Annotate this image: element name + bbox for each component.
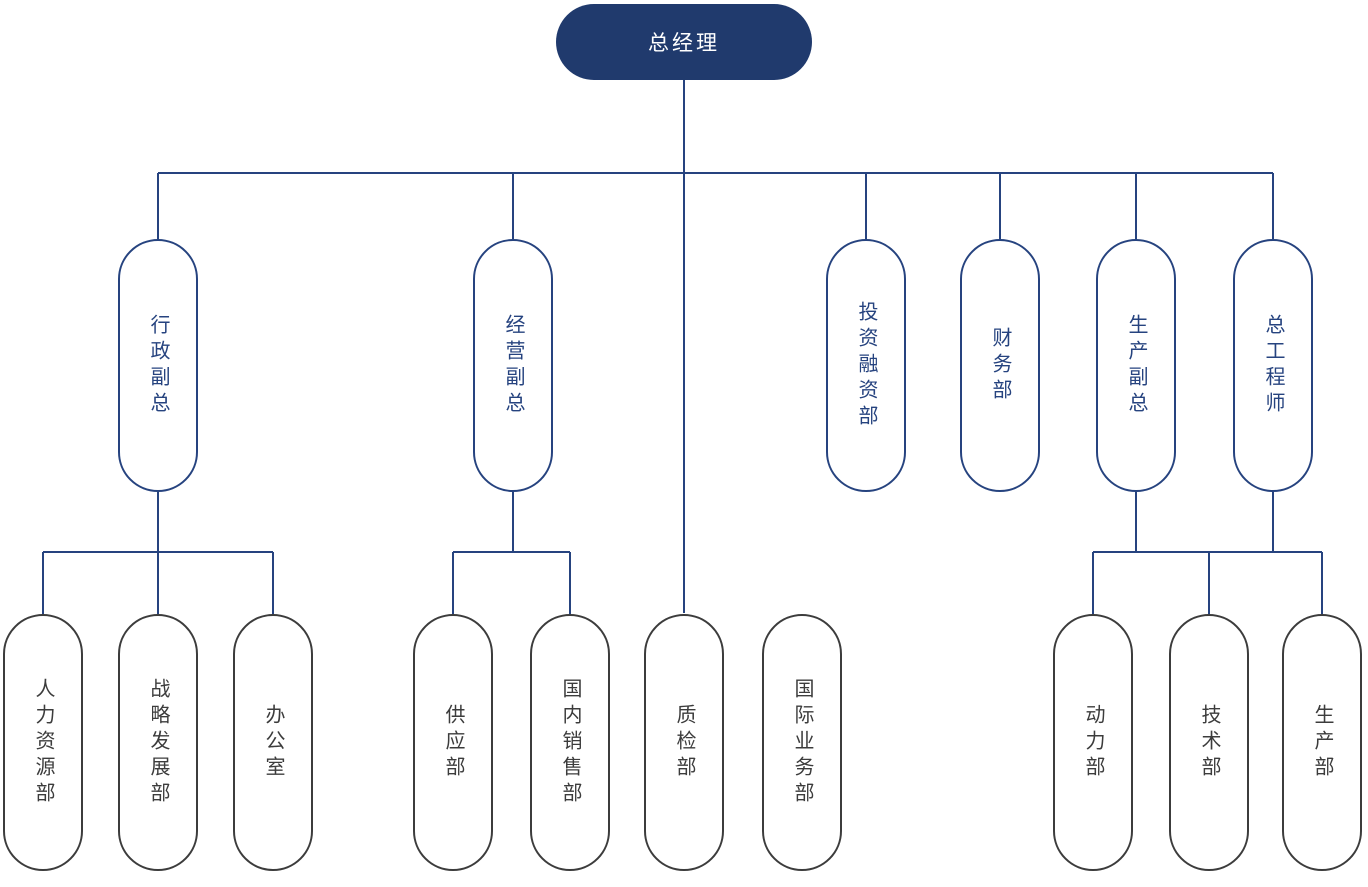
node-chief-engineer: 总工程师	[1233, 239, 1313, 492]
node-label: 总经理	[648, 32, 720, 55]
node-strategy-development-dept: 战略发展部	[118, 614, 198, 871]
node-finance-dept: 财务部	[960, 239, 1040, 492]
node-label: 国内销售部	[559, 677, 581, 808]
node-label: 动力部	[1082, 703, 1104, 782]
node-label: 技术部	[1198, 703, 1220, 782]
node-hr-dept: 人力资源部	[3, 614, 83, 871]
node-technology-dept: 技术部	[1169, 614, 1249, 871]
node-domestic-sales-dept: 国内销售部	[530, 614, 610, 871]
node-label: 战略发展部	[147, 677, 169, 808]
node-production-vice-president: 生产副总	[1096, 239, 1176, 492]
node-label: 人力资源部	[32, 677, 54, 808]
node-label: 生产部	[1311, 703, 1333, 782]
node-power-dept: 动力部	[1053, 614, 1133, 871]
node-quality-inspection-dept: 质检部	[644, 614, 724, 871]
node-label: 国际业务部	[791, 677, 813, 808]
node-supply-dept: 供应部	[413, 614, 493, 871]
node-label: 财务部	[989, 326, 1011, 405]
node-label: 质检部	[673, 703, 695, 782]
node-label: 总工程师	[1262, 313, 1284, 418]
node-label: 供应部	[442, 703, 464, 782]
node-production-dept: 生产部	[1282, 614, 1362, 871]
node-investment-financing-dept: 投资融资部	[826, 239, 906, 492]
node-office: 办公室	[233, 614, 313, 871]
node-general-manager: 总经理	[556, 4, 812, 80]
node-label: 经营副总	[502, 313, 524, 418]
node-admin-vice-president: 行政副总	[118, 239, 198, 492]
node-label: 办公室	[262, 703, 284, 782]
node-label: 行政副总	[147, 313, 169, 418]
node-operations-vice-president: 经营副总	[473, 239, 553, 492]
node-label: 生产副总	[1125, 313, 1147, 418]
node-label: 投资融资部	[855, 300, 877, 431]
node-international-business-dept: 国际业务部	[762, 614, 842, 871]
